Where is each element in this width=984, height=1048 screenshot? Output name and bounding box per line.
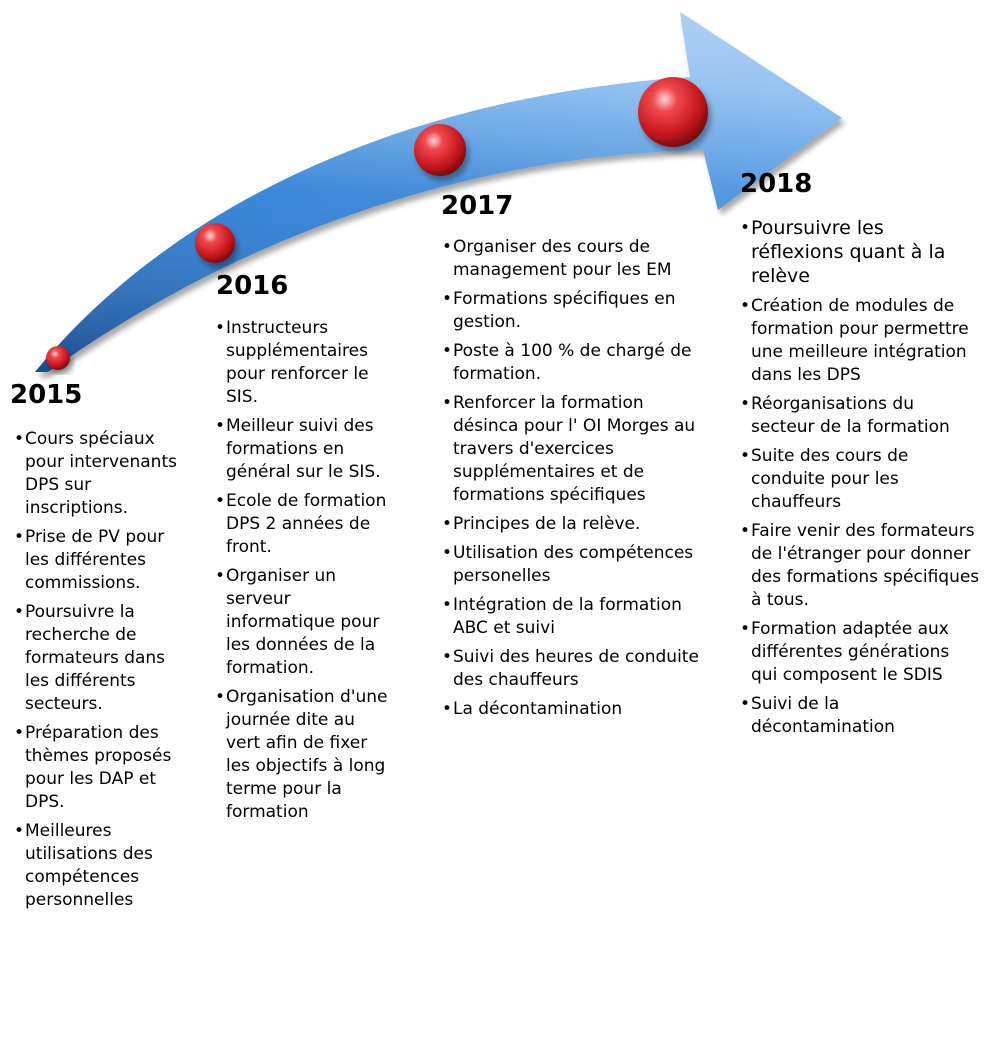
list-item: Intégration de la formation ABC et suivi xyxy=(442,594,710,640)
year-2018: 2018 xyxy=(740,169,813,199)
list-2015: Cours spéciaux pour intervenants DPS sur… xyxy=(14,428,179,918)
list-item: Organiser un serveur informatique pour l… xyxy=(215,565,390,680)
list-item: Prise de PV pour les différentes commiss… xyxy=(14,526,179,595)
year-2015: 2015 xyxy=(10,380,83,410)
list-2018: Poursuivre les réflexions quant à la rel… xyxy=(740,217,980,745)
list-item: Faire venir des formateurs de l'étranger… xyxy=(740,520,980,612)
list-item: La décontamination xyxy=(442,698,710,721)
list-item: Ecole de formation DPS 2 années de front… xyxy=(215,490,390,559)
list-item: Utilisation des compétences personelles xyxy=(442,542,710,588)
list-item: Poursuivre la recherche de formateurs da… xyxy=(14,601,179,716)
list-item: Cours spéciaux pour intervenants DPS sur… xyxy=(14,428,179,520)
arrow-highlight xyxy=(35,12,842,372)
list-item: Préparation des thèmes proposés pour les… xyxy=(14,722,179,814)
list-item: Formations spécifiques en gestion. xyxy=(442,288,710,334)
marker-2016 xyxy=(195,223,235,263)
list-item: Poste à 100 % de chargé de formation. xyxy=(442,340,710,386)
marker-2015 xyxy=(46,346,70,370)
list-item: Instructeurs supplémentaires pour renfor… xyxy=(215,317,390,409)
list-item: Renforcer la formation désinca pour l' O… xyxy=(442,392,710,507)
list-item: Création de modules de formation pour pe… xyxy=(740,295,980,387)
list-2016: Instructeurs supplémentaires pour renfor… xyxy=(215,317,390,830)
list-item: Suite des cours de conduite pour les cha… xyxy=(740,445,980,514)
list-item: Poursuivre les réflexions quant à la rel… xyxy=(740,217,980,289)
marker-2018 xyxy=(638,77,708,147)
list-item: Meilleures utilisations des compétences … xyxy=(14,820,179,912)
marker-2017 xyxy=(414,124,466,176)
list-item: Suivi des heures de conduite des chauffe… xyxy=(442,646,710,692)
list-item: Organiser des cours de management pour l… xyxy=(442,236,710,282)
list-2017: Organiser des cours de management pour l… xyxy=(442,236,710,727)
list-item: Principes de la relève. xyxy=(442,513,710,536)
list-item: Suivi de la décontamination xyxy=(740,693,980,739)
year-2016: 2016 xyxy=(216,271,289,301)
list-item: Formation adaptée aux différentes généra… xyxy=(740,618,980,687)
list-item: Réorganisations du secteur de la formati… xyxy=(740,393,980,439)
year-2017: 2017 xyxy=(441,191,514,221)
list-item: Organisation d'une journée dite au vert … xyxy=(215,686,390,824)
list-item: Meilleur suivi des formations en général… xyxy=(215,415,390,484)
